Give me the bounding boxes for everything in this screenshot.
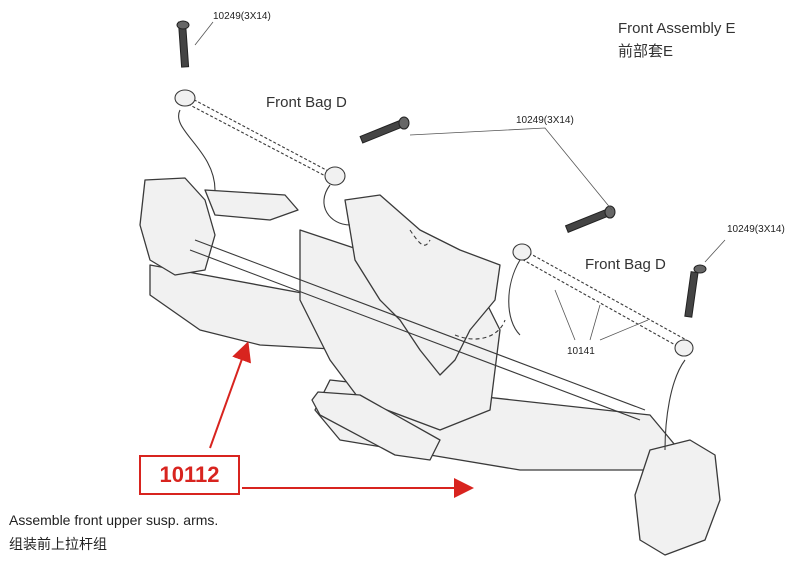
leader-link-2	[589, 304, 601, 341]
upper-link-rod-right	[519, 247, 691, 343]
leader-right-screw	[704, 239, 726, 263]
screw-code-middle: 10249(3X14)	[516, 115, 574, 126]
front-bag-d-label-right: Front Bag D	[585, 256, 666, 273]
callout-arrow-up	[209, 341, 252, 449]
front-assembly-label-cn: 前部套E	[618, 43, 674, 60]
right-hub-carrier	[634, 439, 721, 556]
leader-link-1	[554, 289, 576, 341]
front-assembly-label-en: Front Assembly E	[618, 20, 736, 37]
upper-link-rod-left	[184, 94, 331, 173]
shock-tower	[344, 194, 501, 376]
screw-middle	[359, 119, 406, 144]
leader-middle-screw	[409, 127, 613, 211]
left-hub-carrier	[139, 177, 216, 276]
upper-link-rod-left-edge	[187, 103, 334, 181]
caption-cn: 组装前上拉杆组	[9, 536, 107, 552]
steering-arm	[204, 189, 299, 221]
screw-right	[684, 271, 699, 318]
front-bag-d-label-top: Front Bag D	[266, 94, 347, 111]
link-code: 10141	[567, 346, 595, 357]
upper-link-rod-right-edge	[517, 256, 687, 352]
part-number-text: 10112	[159, 462, 220, 487]
leader-top-screw	[194, 21, 214, 46]
front-bumper	[311, 391, 441, 461]
part-number-callout: 10112	[139, 455, 240, 495]
screw-code-top: 10249(3X14)	[213, 11, 271, 22]
screw-lower	[564, 208, 611, 233]
caption-en: Assemble front upper susp. arms.	[9, 512, 219, 528]
screw-code-right: 10249(3X14)	[727, 224, 785, 235]
leader-link-3	[599, 319, 649, 341]
